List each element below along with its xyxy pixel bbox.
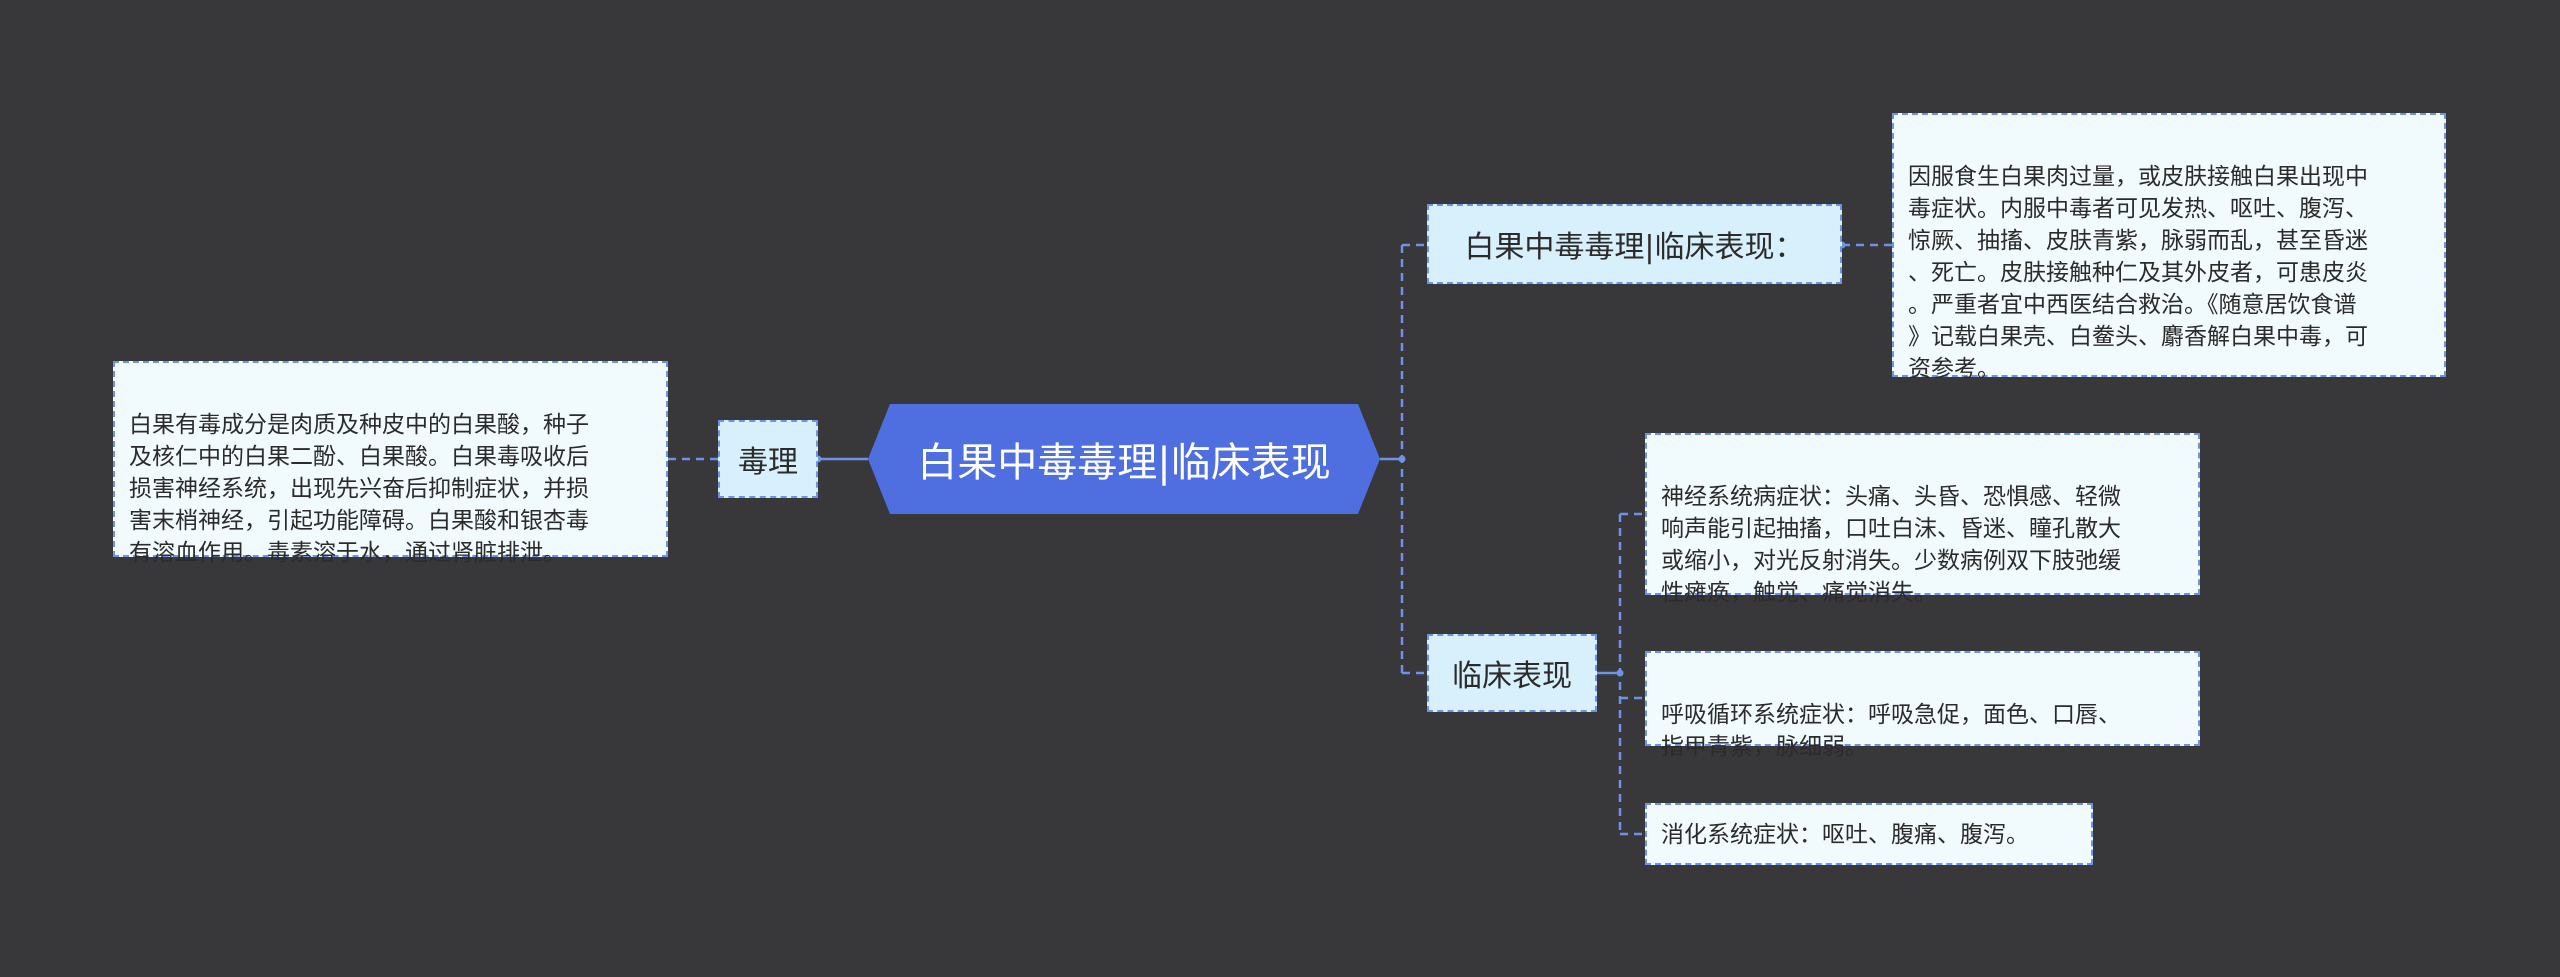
leaf-toxicology[interactable]: 白果有毒成分是肉质及种皮中的白果酸，种子 及核仁中的白果二酚、白果酸。白果毒吸收… — [113, 361, 668, 566]
leaf-clinical-respiratory[interactable]: 呼吸循环系统症状：呼吸急促，面色、口唇、 指甲青紫，脉细弱。 — [1645, 651, 2200, 760]
branch-clinical[interactable]: 临床表现 — [1427, 634, 1597, 712]
central-topic-label: 白果中毒毒理|临床表现 — [917, 440, 1331, 486]
leaf-clinical-digestive[interactable]: 消化系统症状：呕吐、腹痛、腹泻。 — [1645, 803, 2093, 865]
branch-clinical-title-label: 白果中毒毒理|临床表现： — [1464, 230, 1805, 265]
branch-clinical-title[interactable]: 白果中毒毒理|临床表现： — [1427, 204, 1842, 284]
branch-clinical-label: 临床表现 — [1452, 659, 1572, 694]
leaf-clinical-neuro[interactable]: 神经系统病症状：头痛、头昏、恐惧感、轻微 响声能引起抽搐，口吐白沫、昏迷、瞳孔散… — [1645, 433, 2200, 606]
central-topic[interactable]: 白果中毒毒理|临床表现 — [868, 404, 1380, 514]
leaf-clinical-digestive-text: 消化系统症状：呕吐、腹痛、腹泻。 — [1661, 822, 2029, 848]
leaf-clinical-title-text: 因服食生白果肉过量，或皮肤接触白果出现中 毒症状。内服中毒者可见发热、呕吐、腹泻… — [1908, 164, 2368, 382]
leaf-clinical-neuro-text: 神经系统病症状：头痛、头昏、恐惧感、轻微 响声能引起抽搐，口吐白沫、昏迷、瞳孔散… — [1661, 484, 2121, 606]
leaf-toxicology-text: 白果有毒成分是肉质及种皮中的白果酸，种子 及核仁中的白果二酚、白果酸。白果毒吸收… — [129, 412, 589, 566]
leaf-clinical-respiratory-text: 呼吸循环系统症状：呼吸急促，面色、口唇、 指甲青紫，脉细弱。 — [1661, 702, 2121, 760]
leaf-clinical-title[interactable]: 因服食生白果肉过量，或皮肤接触白果出现中 毒症状。内服中毒者可见发热、呕吐、腹泻… — [1892, 113, 2446, 382]
branch-toxicology-label: 毒理 — [738, 445, 798, 480]
branch-toxicology[interactable]: 毒理 — [718, 420, 818, 498]
